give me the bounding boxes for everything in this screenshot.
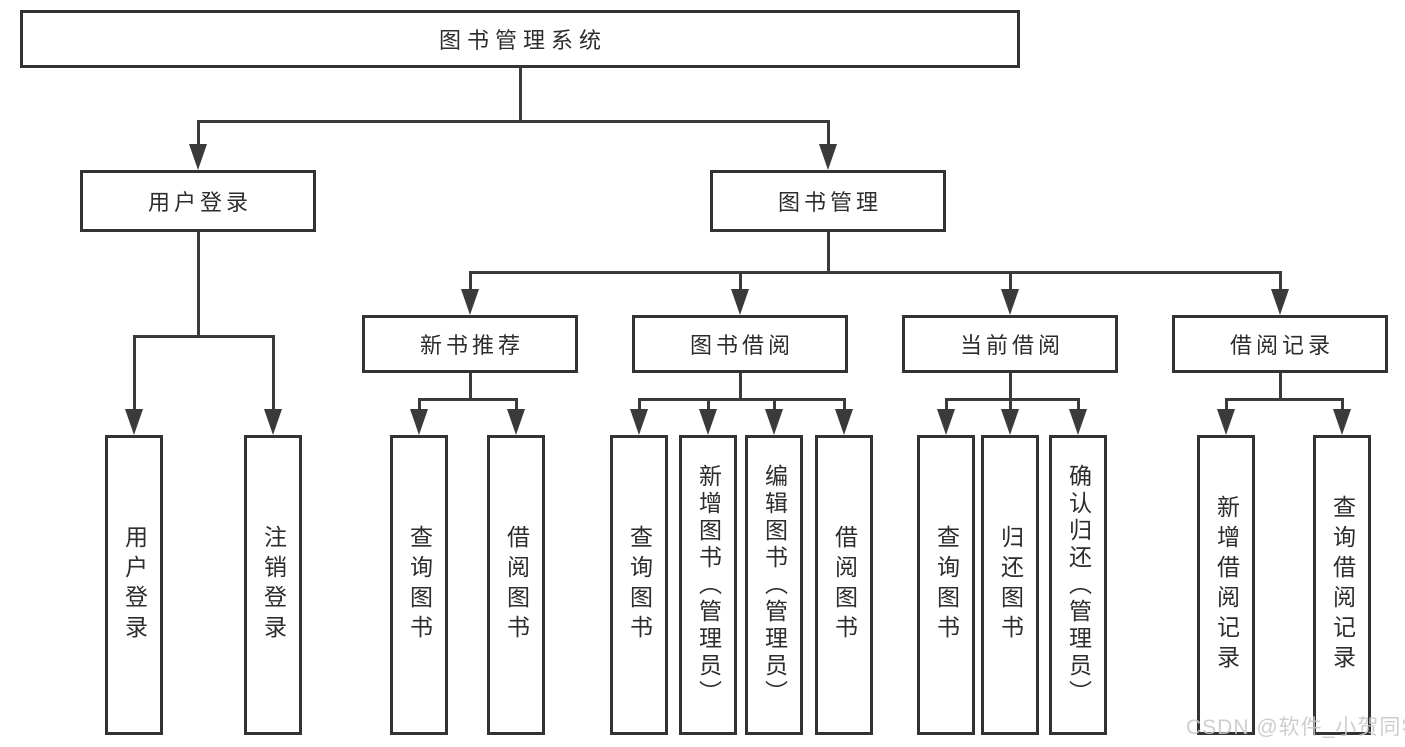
connector-line <box>638 398 641 409</box>
connector-line <box>1009 373 1012 398</box>
connector-line <box>272 335 275 409</box>
connector-line <box>133 335 275 338</box>
node-root-label: 图书管理系统 <box>438 28 607 53</box>
leaf-bb-edit-book: 编辑图书（管理员） <box>745 435 803 735</box>
connector-line <box>515 398 518 409</box>
arrow-down-icon <box>835 409 853 435</box>
leaf-cb-confirm-return: 确认归还（管理员） <box>1049 435 1107 735</box>
connector-line <box>739 373 742 398</box>
connector-line <box>1225 398 1228 409</box>
connector-line <box>197 232 200 335</box>
connector-line <box>827 120 830 144</box>
node-book-mgmt: 图书管理 <box>710 170 946 232</box>
leaf-br-query-record: 查询借阅记录 <box>1313 435 1371 735</box>
leaf-rec-borrow-book: 借阅图书 <box>487 435 545 735</box>
connector-line <box>739 271 742 289</box>
leaf-rec-query-book: 查询图书 <box>390 435 448 735</box>
node-book-borrow-label: 图书借阅 <box>689 333 794 358</box>
leaf-br-add-record-label: 新增借阅记录 <box>1213 495 1240 675</box>
arrow-down-icon <box>264 409 282 435</box>
leaf-bb-query-book: 查询图书 <box>610 435 668 735</box>
arrow-down-icon <box>1001 289 1019 315</box>
leaf-bb-query-book-label: 查询图书 <box>626 525 653 645</box>
leaf-cb-query-book: 查询图书 <box>917 435 975 735</box>
arrow-down-icon <box>461 289 479 315</box>
node-root: 图书管理系统 <box>20 10 1020 68</box>
connector-line <box>469 373 472 398</box>
connector-line <box>945 398 1080 401</box>
arrow-down-icon <box>937 409 955 435</box>
node-book-borrow: 图书借阅 <box>632 315 848 373</box>
node-new-book-rec-label: 新书推荐 <box>419 333 524 358</box>
connector-line <box>469 271 1281 274</box>
arrow-down-icon <box>507 409 525 435</box>
node-user-login: 用户登录 <box>80 170 316 232</box>
connector-line <box>469 271 472 289</box>
connector-line <box>843 398 846 409</box>
leaf-br-add-record: 新增借阅记录 <box>1197 435 1255 735</box>
connector-line <box>773 398 776 409</box>
leaf-bb-borrow-book-label: 借阅图书 <box>831 525 858 645</box>
connector-line <box>1225 398 1344 401</box>
node-user-login-label: 用户登录 <box>147 190 252 215</box>
connector-line <box>418 398 421 409</box>
node-borrow-record: 借阅记录 <box>1172 315 1388 373</box>
connector-line <box>519 68 522 120</box>
connector-line <box>1279 373 1282 398</box>
connector-line <box>1341 398 1344 409</box>
csdn-watermark: CSDN @软件_小贺同学 <box>1186 716 1405 739</box>
arrow-down-icon <box>1271 289 1289 315</box>
connector-line <box>197 120 200 144</box>
leaf-user-login: 用户登录 <box>105 435 163 735</box>
arrow-down-icon <box>189 144 207 170</box>
node-borrow-record-label: 借阅记录 <box>1229 333 1334 358</box>
arrow-down-icon <box>1217 409 1235 435</box>
connector-line <box>1077 398 1080 409</box>
leaf-bb-add-book: 新增图书（管理员） <box>679 435 737 735</box>
arrow-down-icon <box>1333 409 1351 435</box>
leaf-logout: 注销登录 <box>244 435 302 735</box>
leaf-user-login-label: 用户登录 <box>121 525 148 645</box>
leaf-cb-query-book-label: 查询图书 <box>933 525 960 645</box>
leaf-cb-return-book: 归还图书 <box>981 435 1039 735</box>
node-book-mgmt-label: 图书管理 <box>777 190 882 215</box>
node-new-book-rec: 新书推荐 <box>362 315 578 373</box>
connector-line <box>945 398 948 409</box>
arrow-down-icon <box>765 409 783 435</box>
arrow-down-icon <box>819 144 837 170</box>
leaf-br-query-record-label: 查询借阅记录 <box>1329 495 1356 675</box>
arrow-down-icon <box>699 409 717 435</box>
leaf-logout-label: 注销登录 <box>260 525 287 645</box>
connector-line <box>638 398 846 401</box>
arrow-down-icon <box>125 409 143 435</box>
leaf-rec-borrow-book-label: 借阅图书 <box>503 525 530 645</box>
connector-line <box>197 120 830 123</box>
arrow-down-icon <box>1001 409 1019 435</box>
connector-line <box>418 398 517 401</box>
connector-line <box>1279 271 1282 289</box>
connector-line <box>827 232 830 271</box>
leaf-rec-query-book-label: 查询图书 <box>406 525 433 645</box>
connector-line <box>1009 271 1012 289</box>
connector-line <box>1009 398 1012 409</box>
arrow-down-icon <box>731 289 749 315</box>
leaf-bb-edit-book-label: 编辑图书（管理员） <box>761 463 788 707</box>
arrow-down-icon <box>630 409 648 435</box>
leaf-bb-borrow-book: 借阅图书 <box>815 435 873 735</box>
leaf-bb-add-book-label: 新增图书（管理员） <box>695 463 722 707</box>
connector-line <box>133 335 136 409</box>
arrow-down-icon <box>1069 409 1087 435</box>
node-current-borrow: 当前借阅 <box>902 315 1118 373</box>
connector-line <box>707 398 710 409</box>
leaf-cb-return-book-label: 归还图书 <box>997 525 1024 645</box>
leaf-cb-confirm-return-label: 确认归还（管理员） <box>1065 463 1092 707</box>
arrow-down-icon <box>410 409 428 435</box>
node-current-borrow-label: 当前借阅 <box>959 333 1064 358</box>
